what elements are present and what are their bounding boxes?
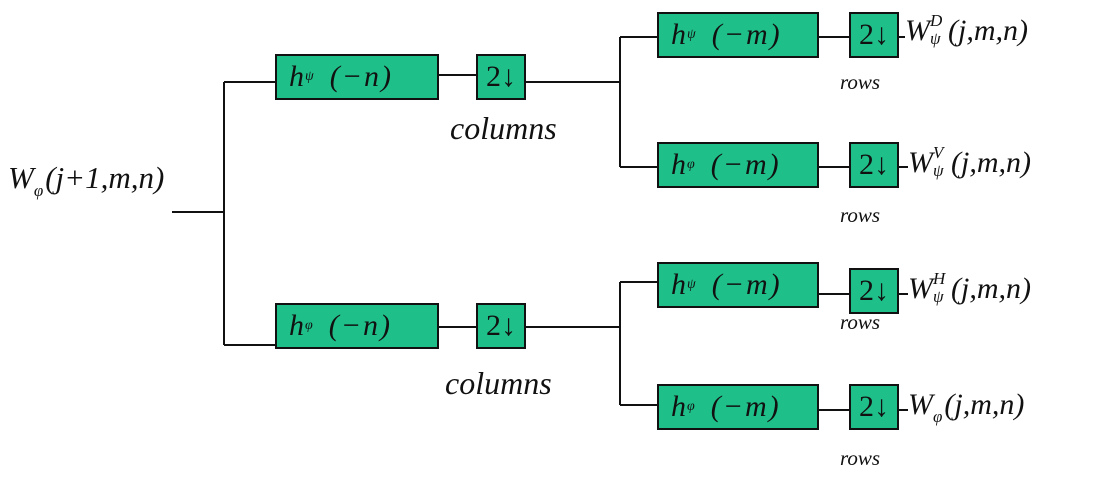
branch3-downsample-block: 2↓ — [849, 268, 899, 314]
stage1-bottom-downsample-block: 2↓ — [476, 303, 526, 349]
input-symbol: W — [8, 160, 34, 195]
output-subscript: φ — [933, 407, 943, 426]
branch1-downsample-block: 2↓ — [849, 12, 899, 58]
filter-argument: (−m) — [710, 390, 781, 423]
filter-subscript: ψ — [687, 277, 696, 292]
branch4-rows-label: rows — [840, 446, 881, 470]
filter-subscript: ψ — [687, 27, 696, 42]
filter-name: h — [289, 60, 304, 93]
filter-name: h — [671, 148, 686, 181]
stage1-top-columns-label: columns — [450, 110, 557, 146]
output-subscript: ψ — [933, 287, 944, 306]
input-signal-label: Wφ(j+1,m,n) — [8, 160, 164, 201]
filter-argument: (−n) — [329, 60, 393, 93]
filter-argument: (−m) — [711, 18, 782, 51]
stage1-bottom-columns-label: columns — [445, 365, 552, 401]
output-args: (j,m,n) — [951, 146, 1031, 179]
input-subscript: φ — [33, 181, 44, 200]
filter-subscript: φ — [687, 399, 695, 414]
filter-name: h — [671, 268, 686, 301]
output-superscript: V — [933, 143, 944, 162]
filter-subscript: ψ — [305, 69, 314, 84]
downsample-label: 2↓ — [486, 309, 516, 342]
filter-argument: (−m) — [711, 268, 782, 301]
branch3-rows-label: rows — [840, 310, 881, 334]
filter-argument: (−m) — [710, 148, 781, 181]
output-subscript: ψ — [930, 29, 941, 48]
downsample-label: 2↓ — [859, 18, 889, 51]
stage1-top-downsample-block: 2↓ — [476, 54, 526, 100]
branch2-downsample-block: 2↓ — [849, 142, 899, 188]
filter-name: h — [671, 18, 686, 51]
branch4-output-label: Wφ(j,m,n) — [908, 388, 1024, 427]
downsample-label: 2↓ — [859, 274, 889, 307]
output-args: (j,m,n) — [944, 388, 1025, 421]
filter-argument: (−n) — [328, 309, 392, 342]
input-args: (j+1,m,n) — [45, 160, 165, 195]
downsample-label: 2↓ — [859, 390, 889, 423]
filter-name: h — [671, 390, 686, 423]
output-symbol: W — [908, 146, 933, 179]
output-symbol: W — [908, 272, 933, 305]
downsample-label: 2↓ — [859, 148, 889, 181]
output-symbol: W — [908, 388, 933, 421]
downsample-label: 2↓ — [486, 60, 516, 93]
filter-subscript: φ — [305, 318, 313, 333]
filter-subscript: φ — [687, 157, 695, 172]
branch4-downsample-block: 2↓ — [849, 384, 899, 430]
output-superscript: H — [933, 269, 946, 288]
output-args: (j,m,n) — [948, 14, 1028, 47]
branch2-rows-label: rows — [840, 203, 881, 227]
output-args: (j,m,n) — [951, 272, 1031, 305]
branch1-rows-label: rows — [840, 70, 881, 94]
output-symbol: W — [905, 14, 930, 47]
output-subscript: ψ — [933, 161, 944, 180]
filter-name: h — [289, 309, 304, 342]
output-superscript: D — [930, 11, 943, 30]
